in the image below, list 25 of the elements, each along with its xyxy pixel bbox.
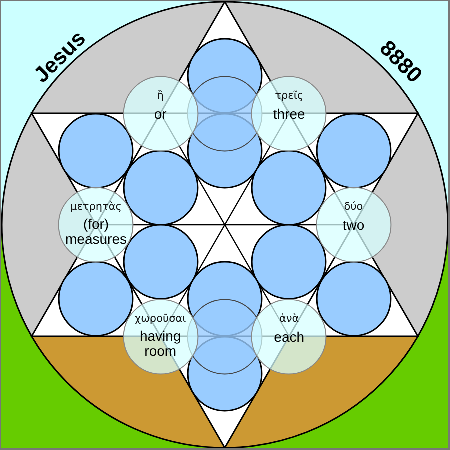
filled-circle xyxy=(122,150,199,226)
english-gloss: or xyxy=(154,106,167,122)
greek-word: χωροῦσαι xyxy=(135,312,186,326)
greek-word: μετρητὰς xyxy=(70,201,122,214)
greek-word: τρεῖς xyxy=(275,90,304,102)
word-circle xyxy=(251,76,328,152)
greek-word: ἢ xyxy=(157,90,164,102)
filled-circle xyxy=(316,261,392,338)
greek-word: δύο xyxy=(344,201,364,214)
word-circle xyxy=(316,187,392,263)
filled-circle xyxy=(251,224,328,300)
filled-circle xyxy=(58,112,134,189)
english-gloss: having room xyxy=(138,328,182,358)
filled-circle xyxy=(58,261,134,338)
filled-circle xyxy=(316,112,392,189)
word-circle xyxy=(58,187,134,263)
filled-circle xyxy=(251,150,328,226)
word-circle xyxy=(122,298,199,374)
english-gloss: each xyxy=(274,330,305,344)
word-circle xyxy=(251,298,328,374)
english-gloss: two xyxy=(342,218,365,233)
english-gloss: three xyxy=(273,106,306,122)
word-circle xyxy=(122,76,199,152)
english-gloss: (for) measures xyxy=(64,217,128,247)
greek-word: ἀνὰ xyxy=(280,312,300,326)
